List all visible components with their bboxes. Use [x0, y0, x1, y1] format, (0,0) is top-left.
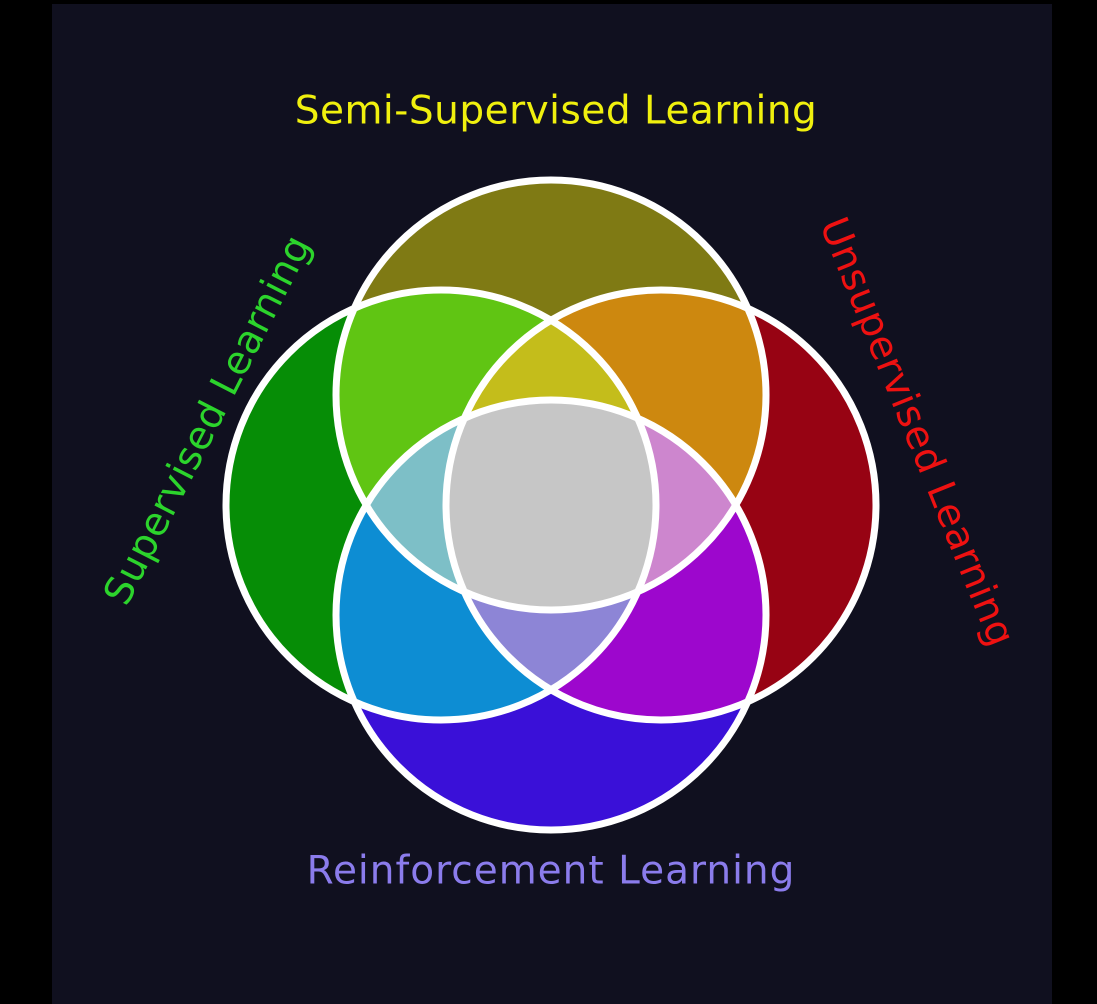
outline-unsupervised	[442, 286, 880, 724]
outline-semi-supervised	[332, 176, 770, 614]
label-reinforcement-learning: Reinforcement Learning	[306, 848, 796, 894]
region-supervised-semi-reinforcement	[336, 400, 656, 610]
venn-regions	[226, 180, 876, 830]
venn-outlines	[222, 176, 880, 834]
region-reinforcement-supervised-unsupervised	[446, 400, 656, 720]
outline-supervised	[222, 286, 660, 724]
label-semi-supervised-learning: Semi-Supervised Learning	[294, 88, 818, 134]
outline-reinforcement	[332, 396, 770, 834]
region-semi-supervised-unsupervised	[446, 290, 656, 610]
region-unsupervised-semi-reinforcement	[446, 400, 766, 610]
